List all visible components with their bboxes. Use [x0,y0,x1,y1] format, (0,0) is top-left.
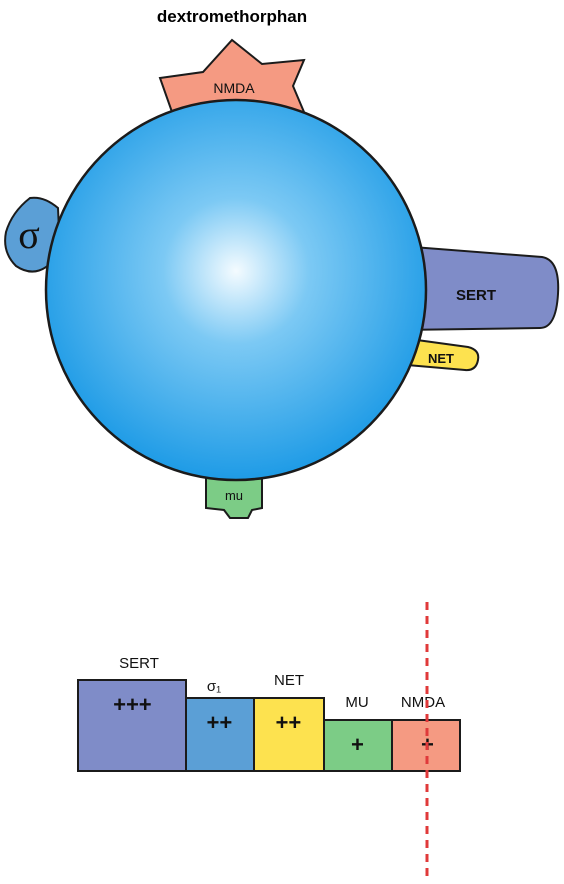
diagram-title: dextromethorphan [157,7,307,26]
bar-net-symbol: ++ [275,710,301,735]
bar-net-label: NET [274,672,304,689]
bar-sigma-symbol: ++ [206,710,232,735]
binding-strip: SERT +++ σ₁ ++ NET ++ MU + NMDA + [77,655,461,772]
sigma-receptor-label: σ [18,212,40,257]
drug-sphere [44,98,428,482]
mu-receptor-label: mu [225,488,243,503]
bar-sigma [185,697,255,772]
bar-sigma-label: σ₁ [207,678,221,695]
net-receptor-label: NET [428,351,454,366]
bar-sert [77,679,187,772]
bar-sert-symbol: +++ [113,692,152,717]
bar-nmda-label: NMDA [401,694,445,711]
bar-mu-label: MU [345,694,368,711]
sert-receptor-label: SERT [456,287,496,304]
sert-receptor: SERT [399,244,560,332]
bar-sert-label: SERT [119,655,159,672]
mu-receptor: mu [205,469,263,519]
nmda-receptor-label: NMDA [213,80,255,96]
bar-net [253,697,325,772]
bar-mu [323,719,393,772]
bar-mu-symbol: + [351,732,364,757]
sigma-receptor: σ [4,196,62,273]
